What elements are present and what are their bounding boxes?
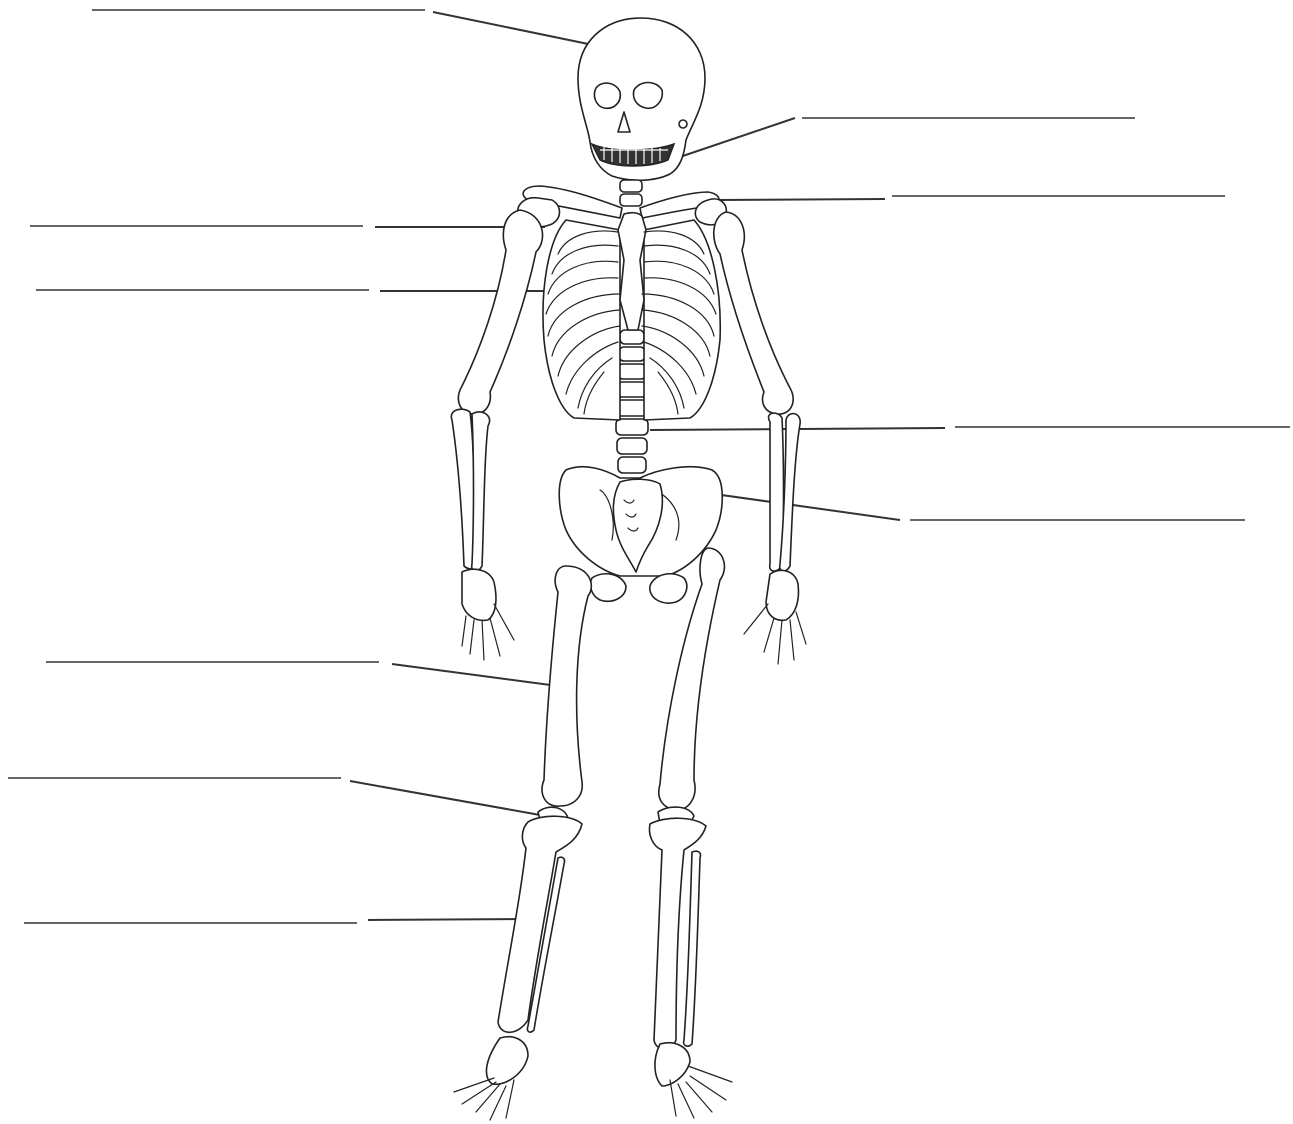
hand-right-icon <box>744 570 806 664</box>
forearm-left <box>451 409 489 571</box>
label-femur[interactable] <box>46 662 558 686</box>
label-skull[interactable] <box>92 10 598 46</box>
label-ribs[interactable] <box>36 290 558 291</box>
cervical-spine <box>620 180 642 206</box>
label-clavicle[interactable] <box>715 196 1225 200</box>
label-scapula[interactable] <box>30 226 545 227</box>
label-tibia[interactable] <box>24 919 525 923</box>
eye-socket-right-icon <box>634 83 663 109</box>
forearm-right <box>769 413 801 571</box>
femur-left <box>542 566 591 806</box>
tibia-fibula-right <box>650 818 707 1049</box>
sternum <box>618 213 646 330</box>
humerus-right <box>714 212 793 414</box>
hand-left-icon <box>462 569 514 660</box>
humerus-left <box>458 210 542 414</box>
eye-socket-left-icon <box>594 83 620 108</box>
tibia-fibula-left <box>498 816 582 1032</box>
label-vertebral-column[interactable] <box>650 427 1290 430</box>
foot-right-icon <box>655 1043 732 1118</box>
label-patella[interactable] <box>8 778 540 815</box>
foot-left-icon <box>454 1037 528 1120</box>
label-mandible[interactable] <box>665 118 1135 162</box>
